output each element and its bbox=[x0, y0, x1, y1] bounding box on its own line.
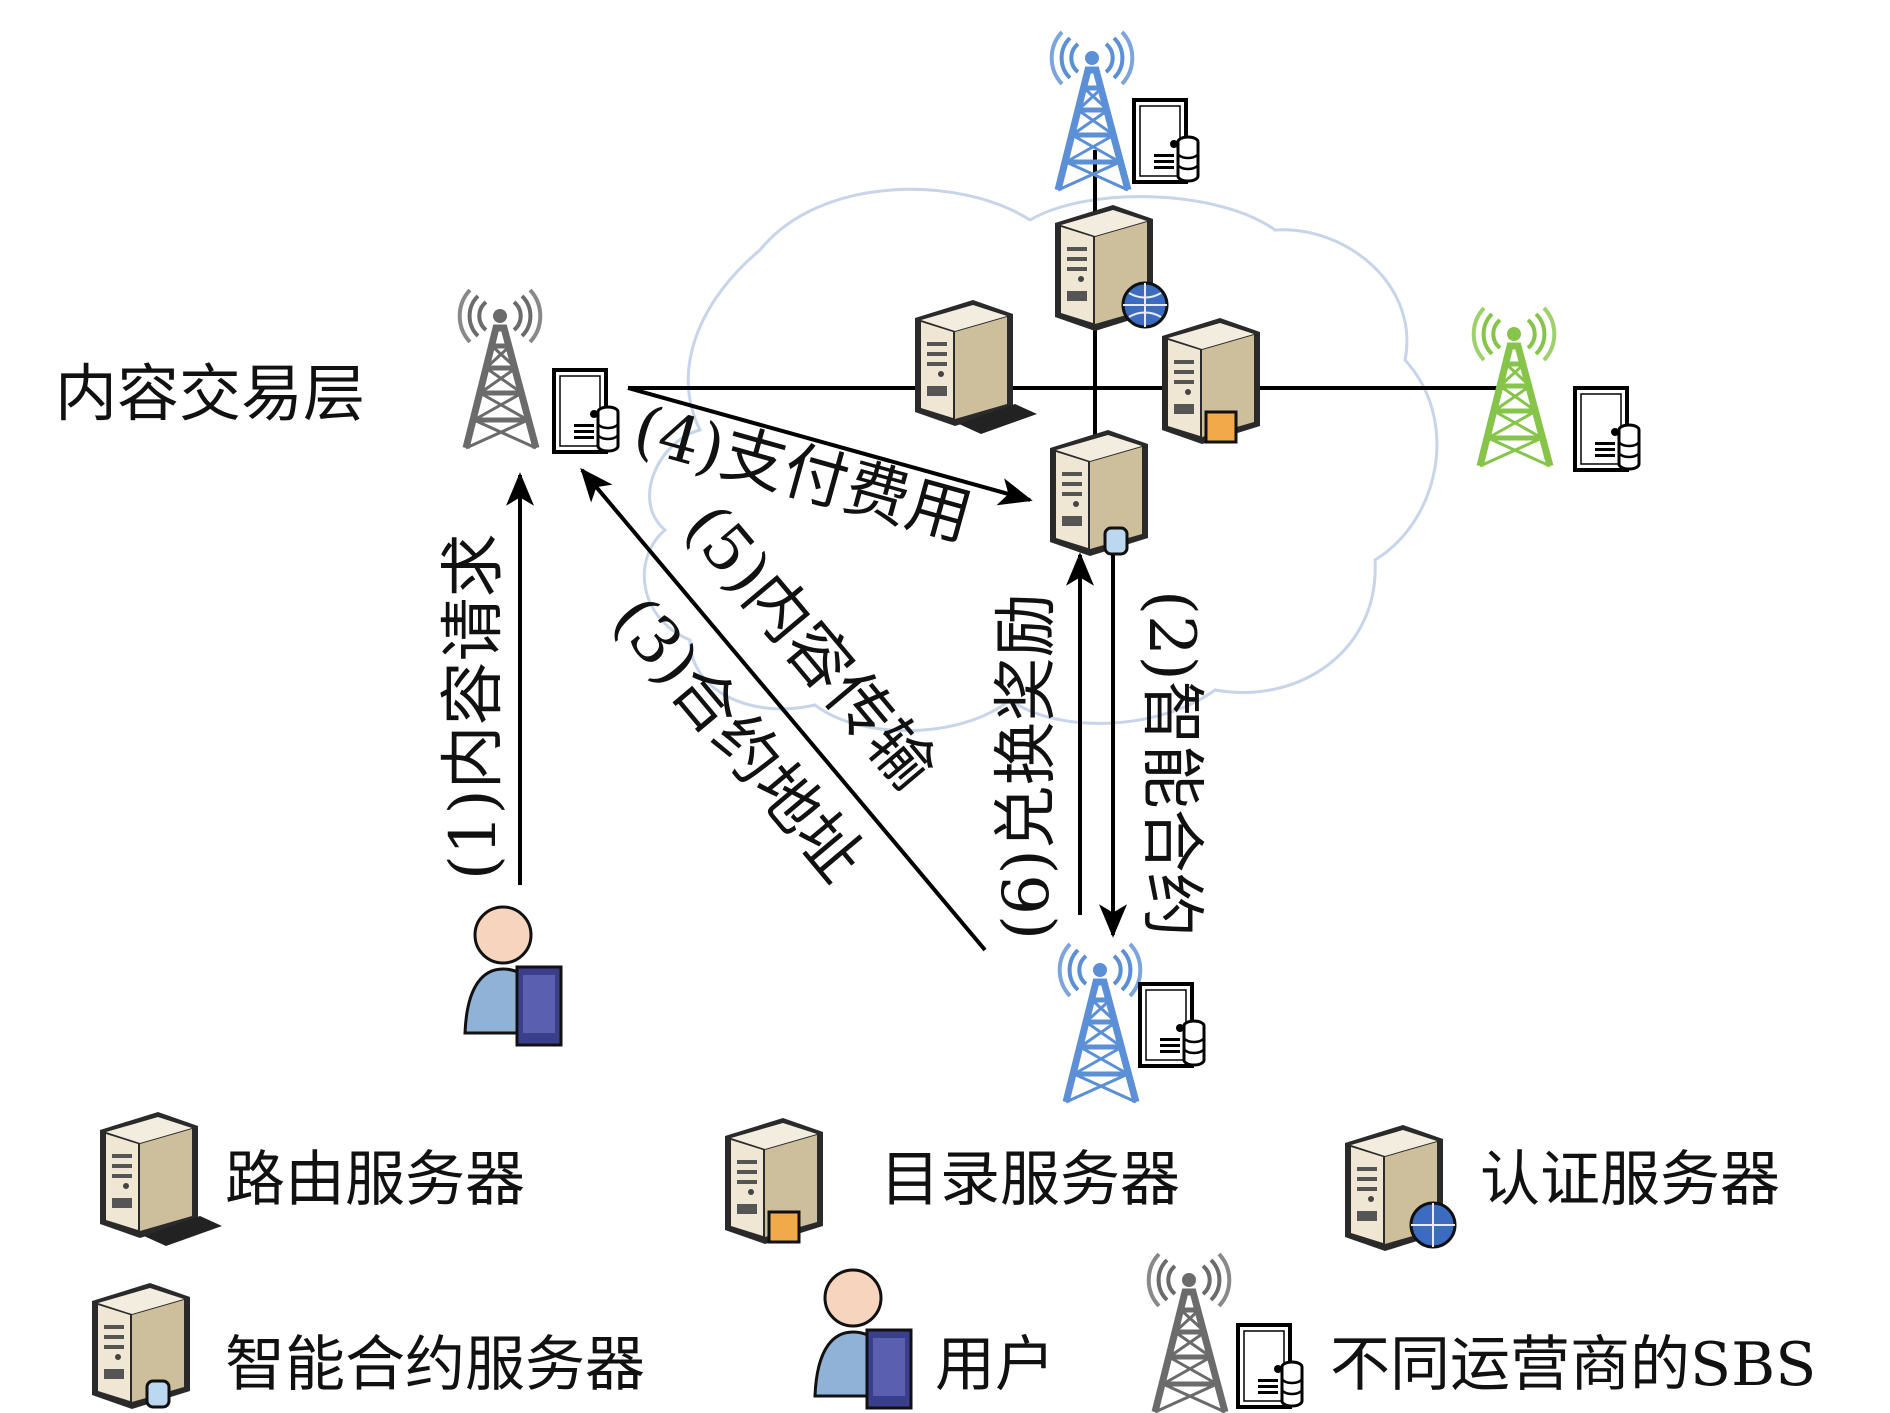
legend-auth-label: 认证服务器 bbox=[1480, 1145, 1780, 1215]
legend-auth-icon bbox=[1345, 1125, 1457, 1251]
sbs-tower-bottom bbox=[1060, 944, 1141, 1102]
server-doc-icon-left bbox=[552, 368, 620, 454]
sbs-tower-top bbox=[1052, 32, 1133, 190]
sbs-tower-left bbox=[460, 290, 541, 448]
legend-sbs-icon bbox=[1149, 1254, 1230, 1412]
legend-directory-label: 目录服务器 bbox=[880, 1145, 1180, 1215]
database-icon bbox=[1103, 526, 1129, 556]
directory-server bbox=[1162, 318, 1260, 444]
server-doc-icon-bottom bbox=[1138, 982, 1206, 1068]
legend-sbs-doc-icon bbox=[1236, 1323, 1304, 1409]
legend-routing-label: 路由服务器 bbox=[225, 1145, 525, 1215]
arrow-contract-address bbox=[580, 467, 987, 952]
contract-server bbox=[1050, 430, 1148, 556]
legend-sbs-label: 不同运营商的SBS bbox=[1330, 1330, 1816, 1400]
flow-label-1: (1)内容请求 bbox=[437, 533, 511, 880]
routing-server bbox=[915, 300, 1037, 434]
legend-contract-label: 智能合约服务器 bbox=[225, 1330, 645, 1400]
user-figure bbox=[463, 905, 563, 1047]
arrow-pay-fee bbox=[627, 386, 1033, 506]
layer-label: 内容交易层 bbox=[55, 357, 365, 430]
legend-directory-icon bbox=[725, 1118, 823, 1244]
network-cloud bbox=[642, 187, 1439, 733]
legend-contract-icon bbox=[92, 1283, 190, 1409]
folder-icon bbox=[1204, 410, 1238, 444]
legend-user-icon bbox=[813, 1268, 913, 1410]
legend: 路由服务器 目录服务器 认证服务器 智能合约服务器 用户 不同运营商的SBS bbox=[92, 1112, 1816, 1412]
router-icon bbox=[959, 404, 1037, 434]
legend-routing-icon bbox=[100, 1112, 222, 1246]
auth-server bbox=[1055, 205, 1169, 331]
flow-label-6: (6)兑换奖励 bbox=[990, 593, 1064, 940]
flow-label-2: (2)智能合约 bbox=[1134, 590, 1208, 937]
server-doc-icon-top bbox=[1132, 98, 1200, 184]
server-doc-icon-right bbox=[1573, 386, 1641, 472]
legend-user-label: 用户 bbox=[935, 1330, 1055, 1400]
